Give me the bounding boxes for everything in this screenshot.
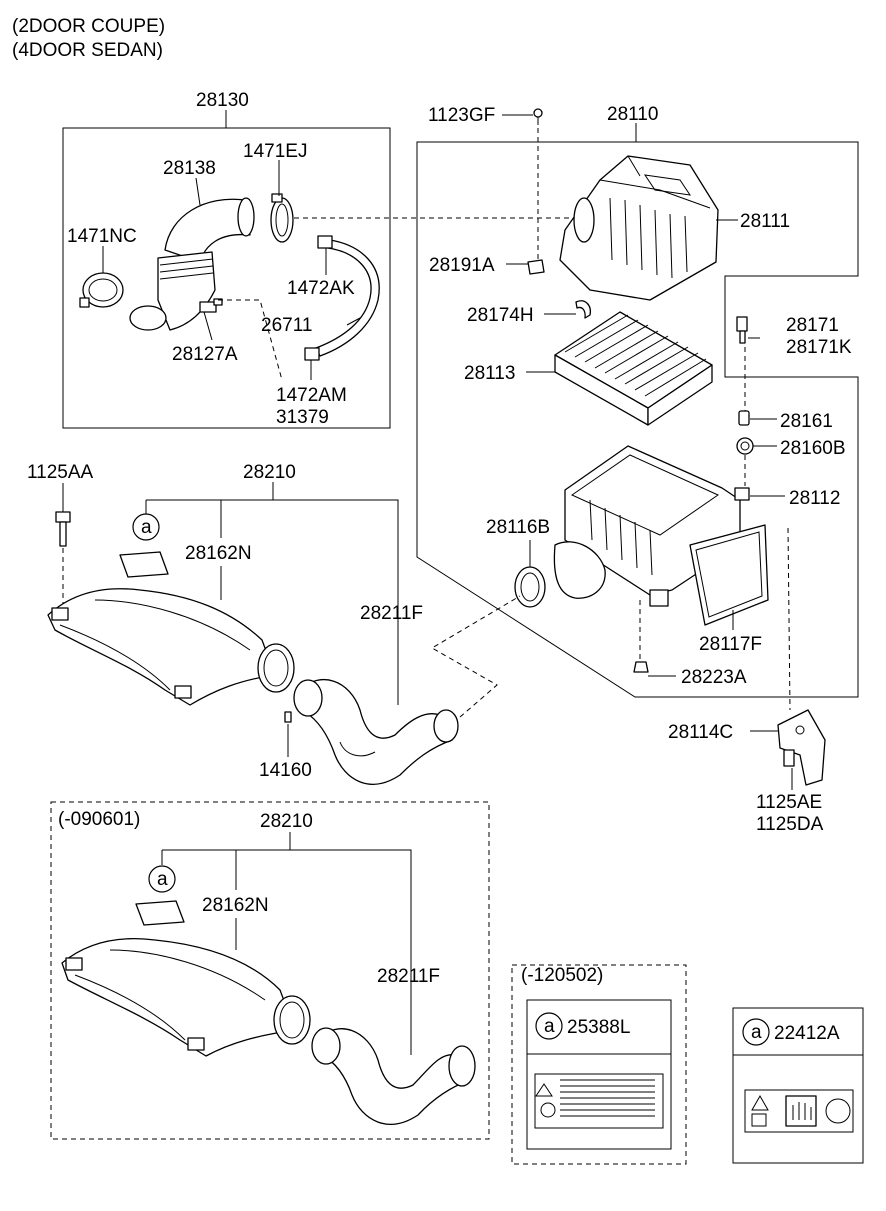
label-28112[interactable]: 28112	[789, 488, 840, 509]
clip-28223A-part[interactable]	[633, 661, 649, 673]
nipple-28127A-part[interactable]	[199, 298, 223, 313]
label-1472AK[interactable]: 1472AK	[287, 278, 355, 299]
label-28113[interactable]: 28113	[464, 363, 515, 384]
label-1125AE[interactable]: 1125AE	[756, 792, 822, 813]
label-28174H[interactable]: 28174H	[467, 305, 534, 326]
duct-28162N-part[interactable]	[47, 588, 295, 706]
group-28130: 28130 28138 1471EJ 1471NC	[62, 90, 578, 429]
label-1471EJ[interactable]: 1471EJ	[243, 141, 307, 162]
box-22412A-callout-a-letter: a	[751, 1022, 762, 1043]
variant-label-28211F[interactable]: 28211F	[377, 966, 440, 987]
variant-callout-a: a	[148, 865, 176, 893]
cover-28111-part[interactable]	[559, 155, 719, 301]
variant-label-28210[interactable]: 28210	[260, 811, 313, 832]
label-1471NC[interactable]: 1471NC	[67, 226, 137, 247]
variant-090601-frame	[50, 801, 490, 1140]
sensor-28171-part[interactable]	[736, 316, 748, 344]
label-28161[interactable]: 28161	[780, 411, 833, 432]
label-26711[interactable]: 26711	[261, 315, 312, 336]
label-28162N[interactable]: 28162N	[185, 543, 252, 564]
label-1125AA[interactable]: 1125AA	[27, 462, 94, 483]
variant-callout-a-letter: a	[157, 869, 168, 890]
callout-a-letter: a	[141, 517, 152, 538]
label-25388L[interactable]: 25388L	[567, 1017, 630, 1038]
hose-26711-part[interactable]	[304, 235, 380, 361]
variant-sticker-icon	[135, 900, 185, 926]
label-1472AM[interactable]: 1472AM	[276, 385, 347, 406]
bushing-28160B-part[interactable]	[736, 437, 754, 455]
variant-hose-28211F-part[interactable]	[311, 1027, 476, 1125]
header-line-sedan: (4DOOR SEDAN)	[12, 40, 163, 61]
variant-090601-range: (-090601)	[58, 809, 140, 830]
warning-label-25388L-icon	[534, 1073, 664, 1129]
variant-b-callout-a-letter: a	[544, 1016, 555, 1037]
label-1125DA[interactable]: 1125DA	[756, 814, 824, 835]
variant-120502: (-120502) a 25388L	[511, 964, 687, 1165]
label-sticker-icon	[119, 551, 169, 578]
label-28110[interactable]: 28110	[607, 104, 658, 125]
label-1123GF[interactable]: 1123GF	[428, 105, 495, 126]
header-line-coupe: (2DOOR COUPE)	[12, 16, 165, 37]
warning-label-22412A-icon	[744, 1089, 854, 1133]
label-28117F[interactable]: 28117F	[699, 634, 762, 655]
label-28130[interactable]: 28130	[196, 90, 249, 111]
grommet-28161-part[interactable]	[738, 410, 750, 426]
label-28138[interactable]: 28138	[163, 158, 216, 179]
group-28210: 28210 a 28162N 1125AA	[27, 462, 521, 785]
screw-14160-part[interactable]	[284, 711, 292, 723]
label-28114C[interactable]: 28114C	[668, 722, 733, 743]
label-28160B[interactable]: 28160B	[780, 438, 846, 459]
clip-28191A-part[interactable]	[527, 259, 545, 275]
variant-label-28162N[interactable]: 28162N	[202, 895, 269, 916]
bolt-1125AA-part[interactable]	[55, 511, 71, 547]
label-14160[interactable]: 14160	[259, 760, 312, 781]
variant-b-callout-a: a	[535, 1012, 563, 1040]
label-28127A[interactable]: 28127A	[172, 344, 238, 365]
callout-a: a	[132, 513, 160, 541]
label-28223A[interactable]: 28223A	[681, 667, 747, 688]
variant-090601: (-090601) 28210 a 28162N 28211F	[50, 801, 490, 1140]
group-28110: 28110 1123GF 28111 28191A 28174H	[416, 104, 859, 698]
clip-28174H-part[interactable]	[575, 300, 591, 319]
gasket-28117F-part[interactable]	[689, 524, 769, 626]
clamp-1471NC-part[interactable]	[79, 272, 124, 308]
label-28171K[interactable]: 28171K	[786, 337, 852, 358]
hose-28138-part[interactable]	[129, 197, 255, 331]
bracket-28114C-part[interactable]	[777, 709, 826, 786]
box-22412A-callout-a: a	[742, 1018, 770, 1046]
filter-28113-part[interactable]	[554, 311, 713, 426]
seal-28116B-part[interactable]	[514, 566, 546, 608]
variant-120502-range: (-120502)	[521, 965, 603, 986]
label-28191A[interactable]: 28191A	[429, 255, 495, 276]
label-28210[interactable]: 28210	[243, 462, 296, 483]
hose-28211F-part[interactable]	[293, 679, 459, 785]
label-31379[interactable]: 31379	[276, 407, 329, 428]
group-28110-frame	[416, 141, 859, 698]
screw-1123GF-part[interactable]	[533, 108, 543, 125]
label-28116B[interactable]: 28116B	[486, 517, 550, 538]
label-22412A[interactable]: 22412A	[774, 1023, 840, 1044]
label-28111[interactable]: 28111	[740, 211, 790, 232]
clamp-1471EJ-part[interactable]	[270, 193, 294, 243]
variant-duct-28162N-part[interactable]	[61, 937, 311, 1057]
label-28171[interactable]: 28171	[786, 315, 839, 336]
label-28211F[interactable]: 28211F	[360, 603, 423, 624]
variant-120502-frame	[511, 964, 687, 1165]
label-box-22412A: a 22412A	[732, 1007, 864, 1164]
